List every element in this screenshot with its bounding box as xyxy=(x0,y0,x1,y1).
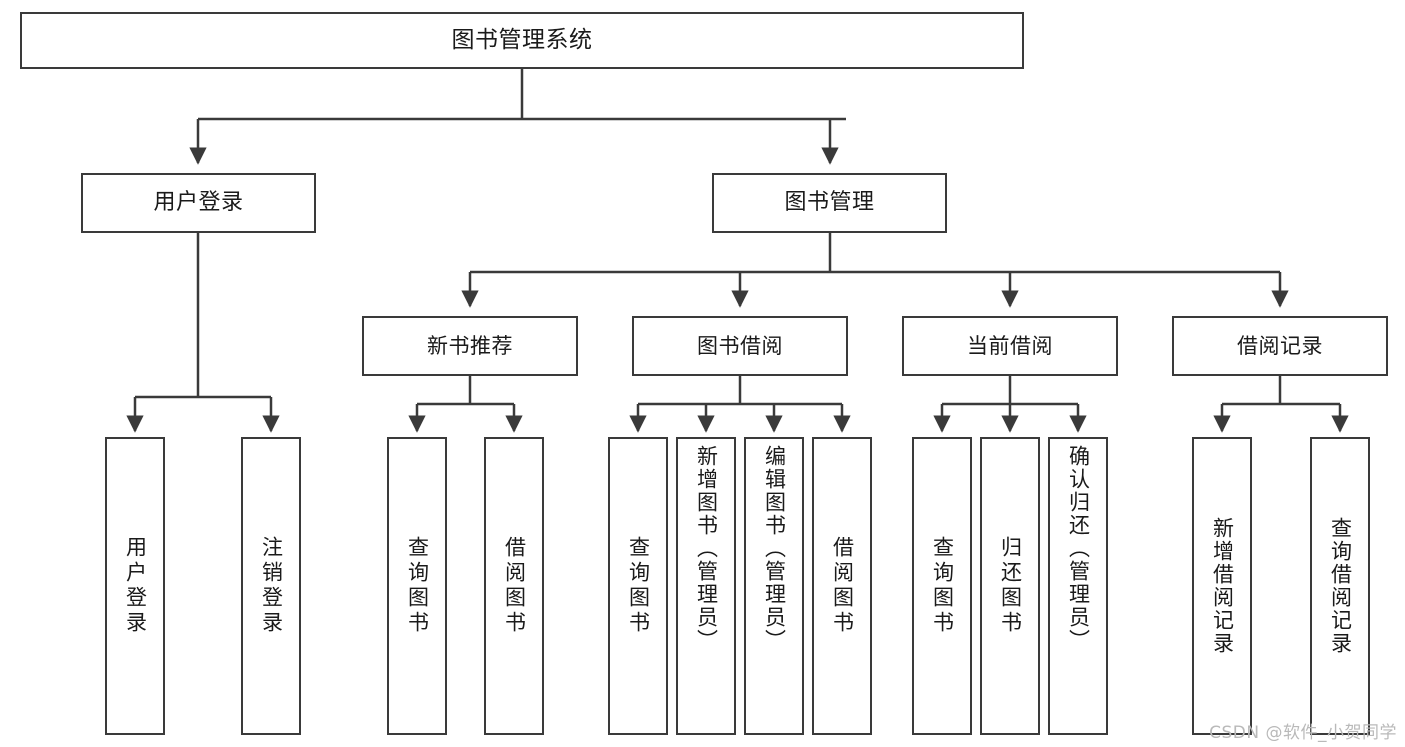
node-label: 当前借阅 xyxy=(967,333,1053,358)
node-label: 图书管理系统 xyxy=(451,26,593,53)
node-label: 借阅图书 xyxy=(830,536,855,636)
node-label: 用户登录 xyxy=(153,190,244,216)
node-label: 查询图书 xyxy=(405,536,430,636)
node-label: 注销登录 xyxy=(259,536,284,636)
leaf-add-borrow-record[interactable]: 新增借阅记录 xyxy=(1192,437,1252,735)
node-label: 查询图书 xyxy=(626,536,651,636)
node-label: 查询图书 xyxy=(930,536,955,636)
leaf-query-borrow-record[interactable]: 查询借阅记录 xyxy=(1310,437,1370,735)
node-label: 借阅记录 xyxy=(1237,333,1323,358)
node-root-system[interactable]: 图书管理系统 xyxy=(20,12,1024,69)
node-label: 新书推荐 xyxy=(427,333,513,358)
leaf-confirm-return-admin[interactable]: 确认归还（管理员） xyxy=(1048,437,1108,735)
node-user-login[interactable]: 用户登录 xyxy=(81,173,316,233)
leaf-query-book-recommend[interactable]: 查询图书 xyxy=(387,437,447,735)
node-label: 归还图书 xyxy=(998,536,1023,636)
leaf-user-login[interactable]: 用户登录 xyxy=(105,437,165,735)
node-label: 新增借阅记录 xyxy=(1210,517,1235,655)
node-book-management[interactable]: 图书管理 xyxy=(712,173,947,233)
node-label: 新增图书（管理员） xyxy=(694,445,719,652)
node-label: 编辑图书（管理员） xyxy=(762,445,787,652)
node-new-book-recommend[interactable]: 新书推荐 xyxy=(362,316,578,376)
node-label: 确认归还（管理员） xyxy=(1066,445,1091,652)
leaf-borrow-book[interactable]: 借阅图书 xyxy=(812,437,872,735)
watermark: CSDN @软件_小贺同学 xyxy=(1209,723,1397,743)
leaf-query-book-current[interactable]: 查询图书 xyxy=(912,437,972,735)
node-label: 图书借阅 xyxy=(697,333,783,358)
leaf-logout-login[interactable]: 注销登录 xyxy=(241,437,301,735)
node-label: 借阅图书 xyxy=(502,536,527,636)
node-label: 图书管理 xyxy=(784,190,875,216)
node-label: 查询借阅记录 xyxy=(1328,517,1353,655)
node-current-borrow[interactable]: 当前借阅 xyxy=(902,316,1118,376)
leaf-return-book[interactable]: 归还图书 xyxy=(980,437,1040,735)
leaf-add-book-admin[interactable]: 新增图书（管理员） xyxy=(676,437,736,735)
leaf-edit-book-admin[interactable]: 编辑图书（管理员） xyxy=(744,437,804,735)
node-label: 用户登录 xyxy=(123,536,148,636)
leaf-query-book-borrow[interactable]: 查询图书 xyxy=(608,437,668,735)
node-borrow-record[interactable]: 借阅记录 xyxy=(1172,316,1388,376)
leaf-borrow-book-recommend[interactable]: 借阅图书 xyxy=(484,437,544,735)
node-book-borrow[interactable]: 图书借阅 xyxy=(632,316,848,376)
